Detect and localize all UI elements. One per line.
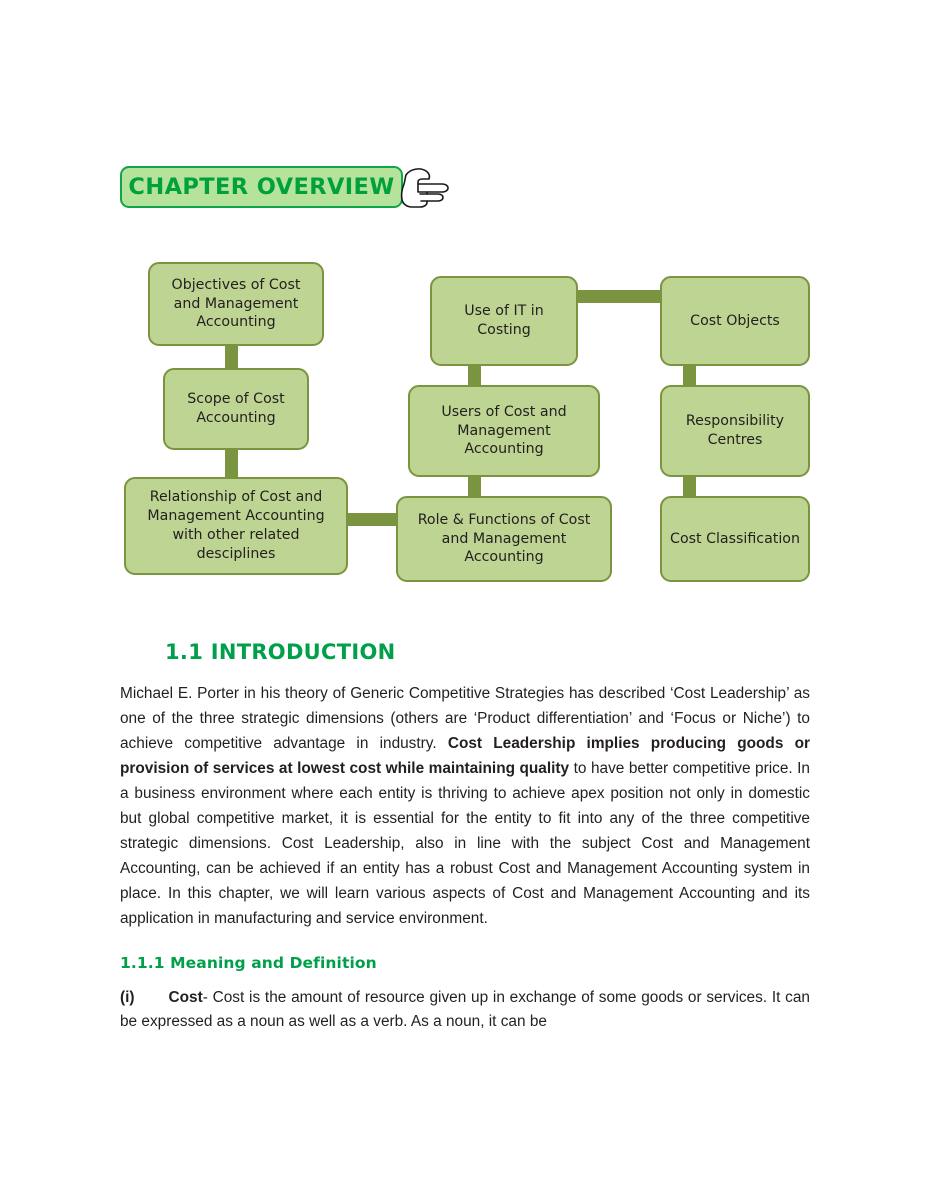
diagram-node-responsibility-centres[interactable]: Responsibility Centres: [660, 385, 810, 477]
connector-useit-to-users: [468, 360, 481, 391]
connector-users-to-role: [468, 471, 481, 502]
connector-responsibility-to-classification: [683, 471, 696, 502]
diagram-node-cost-objects[interactable]: Cost Objects: [660, 276, 810, 366]
chapter-overview-label: CHAPTER OVERVIEW: [128, 173, 395, 200]
diagram-node-use-of-it-in-costing[interactable]: Use of IT in Costing: [430, 276, 578, 366]
pointing-hand-right-icon: [400, 168, 449, 208]
diagram-node-label: Relationship of Cost and Management Acco…: [147, 489, 325, 562]
diagram-node-label: Scope of Cost Accounting: [187, 391, 285, 426]
definition-text: - Cost is the amount of resource given u…: [120, 988, 810, 1031]
connector-costobjects-to-responsibility: [683, 360, 696, 391]
diagram-node-scope-of-cost-accounting[interactable]: Scope of Cost Accounting: [163, 368, 309, 450]
definition-paragraph: (i) Cost- Cost is the amount of resource …: [120, 986, 810, 1036]
diagram-node-label: Role & Functions of Cost and Management …: [417, 511, 591, 566]
connector-useit-to-costobjects: [574, 290, 664, 303]
diagram-node-objectives[interactable]: Objectives of Cost and Management Accoun…: [148, 262, 324, 346]
diagram-node-label: Cost Classification: [670, 530, 800, 547]
subheading-meaning-and-definition: 1.1.1 Meaning and Definition: [120, 953, 377, 972]
diagram-node-cost-classification[interactable]: Cost Classification: [660, 496, 810, 582]
connector-relationship-to-role: [344, 513, 400, 526]
section-heading-introduction: 1.1 INTRODUCTION: [165, 640, 396, 664]
diagram-node-label: Objectives of Cost and Management Accoun…: [171, 276, 301, 331]
intro-bold-phrase: Cost Leadership implies producing goods …: [120, 734, 810, 777]
diagram-node-users[interactable]: Users of Cost and Management Accounting: [408, 385, 600, 477]
connector-objectives-to-scope: [225, 340, 238, 374]
chapter-overview-diagram: Objectives of Cost and Management Accoun…: [124, 262, 810, 582]
diagram-node-label: Responsibility Centres: [685, 413, 785, 448]
diagram-node-relationship[interactable]: Relationship of Cost and Management Acco…: [124, 477, 348, 575]
introduction-paragraph: Michael E. Porter in his theory of Gener…: [120, 682, 810, 932]
chapter-body: 1.1 INTRODUCTION Michael E. Porter in hi…: [120, 640, 810, 1035]
diagram-node-label: Cost Objects: [690, 312, 780, 329]
intro-text-part-1: Michael E. Porter in his theory of Gener…: [120, 685, 810, 752]
connector-scope-to-relationship: [225, 444, 238, 483]
diagram-node-label: Users of Cost and Management Accounting: [441, 403, 567, 458]
defined-term-cost: Cost: [168, 988, 203, 1006]
diagram-node-label: Use of IT in Costing: [464, 303, 544, 338]
chapter-overview-banner: CHAPTER OVERVIEW: [120, 166, 403, 208]
diagram-node-role-and-functions[interactable]: Role & Functions of Cost and Management …: [396, 496, 612, 582]
intro-text-part-2: to have better competitive price. In a b…: [120, 759, 810, 927]
list-marker-i: (i): [120, 988, 135, 1006]
